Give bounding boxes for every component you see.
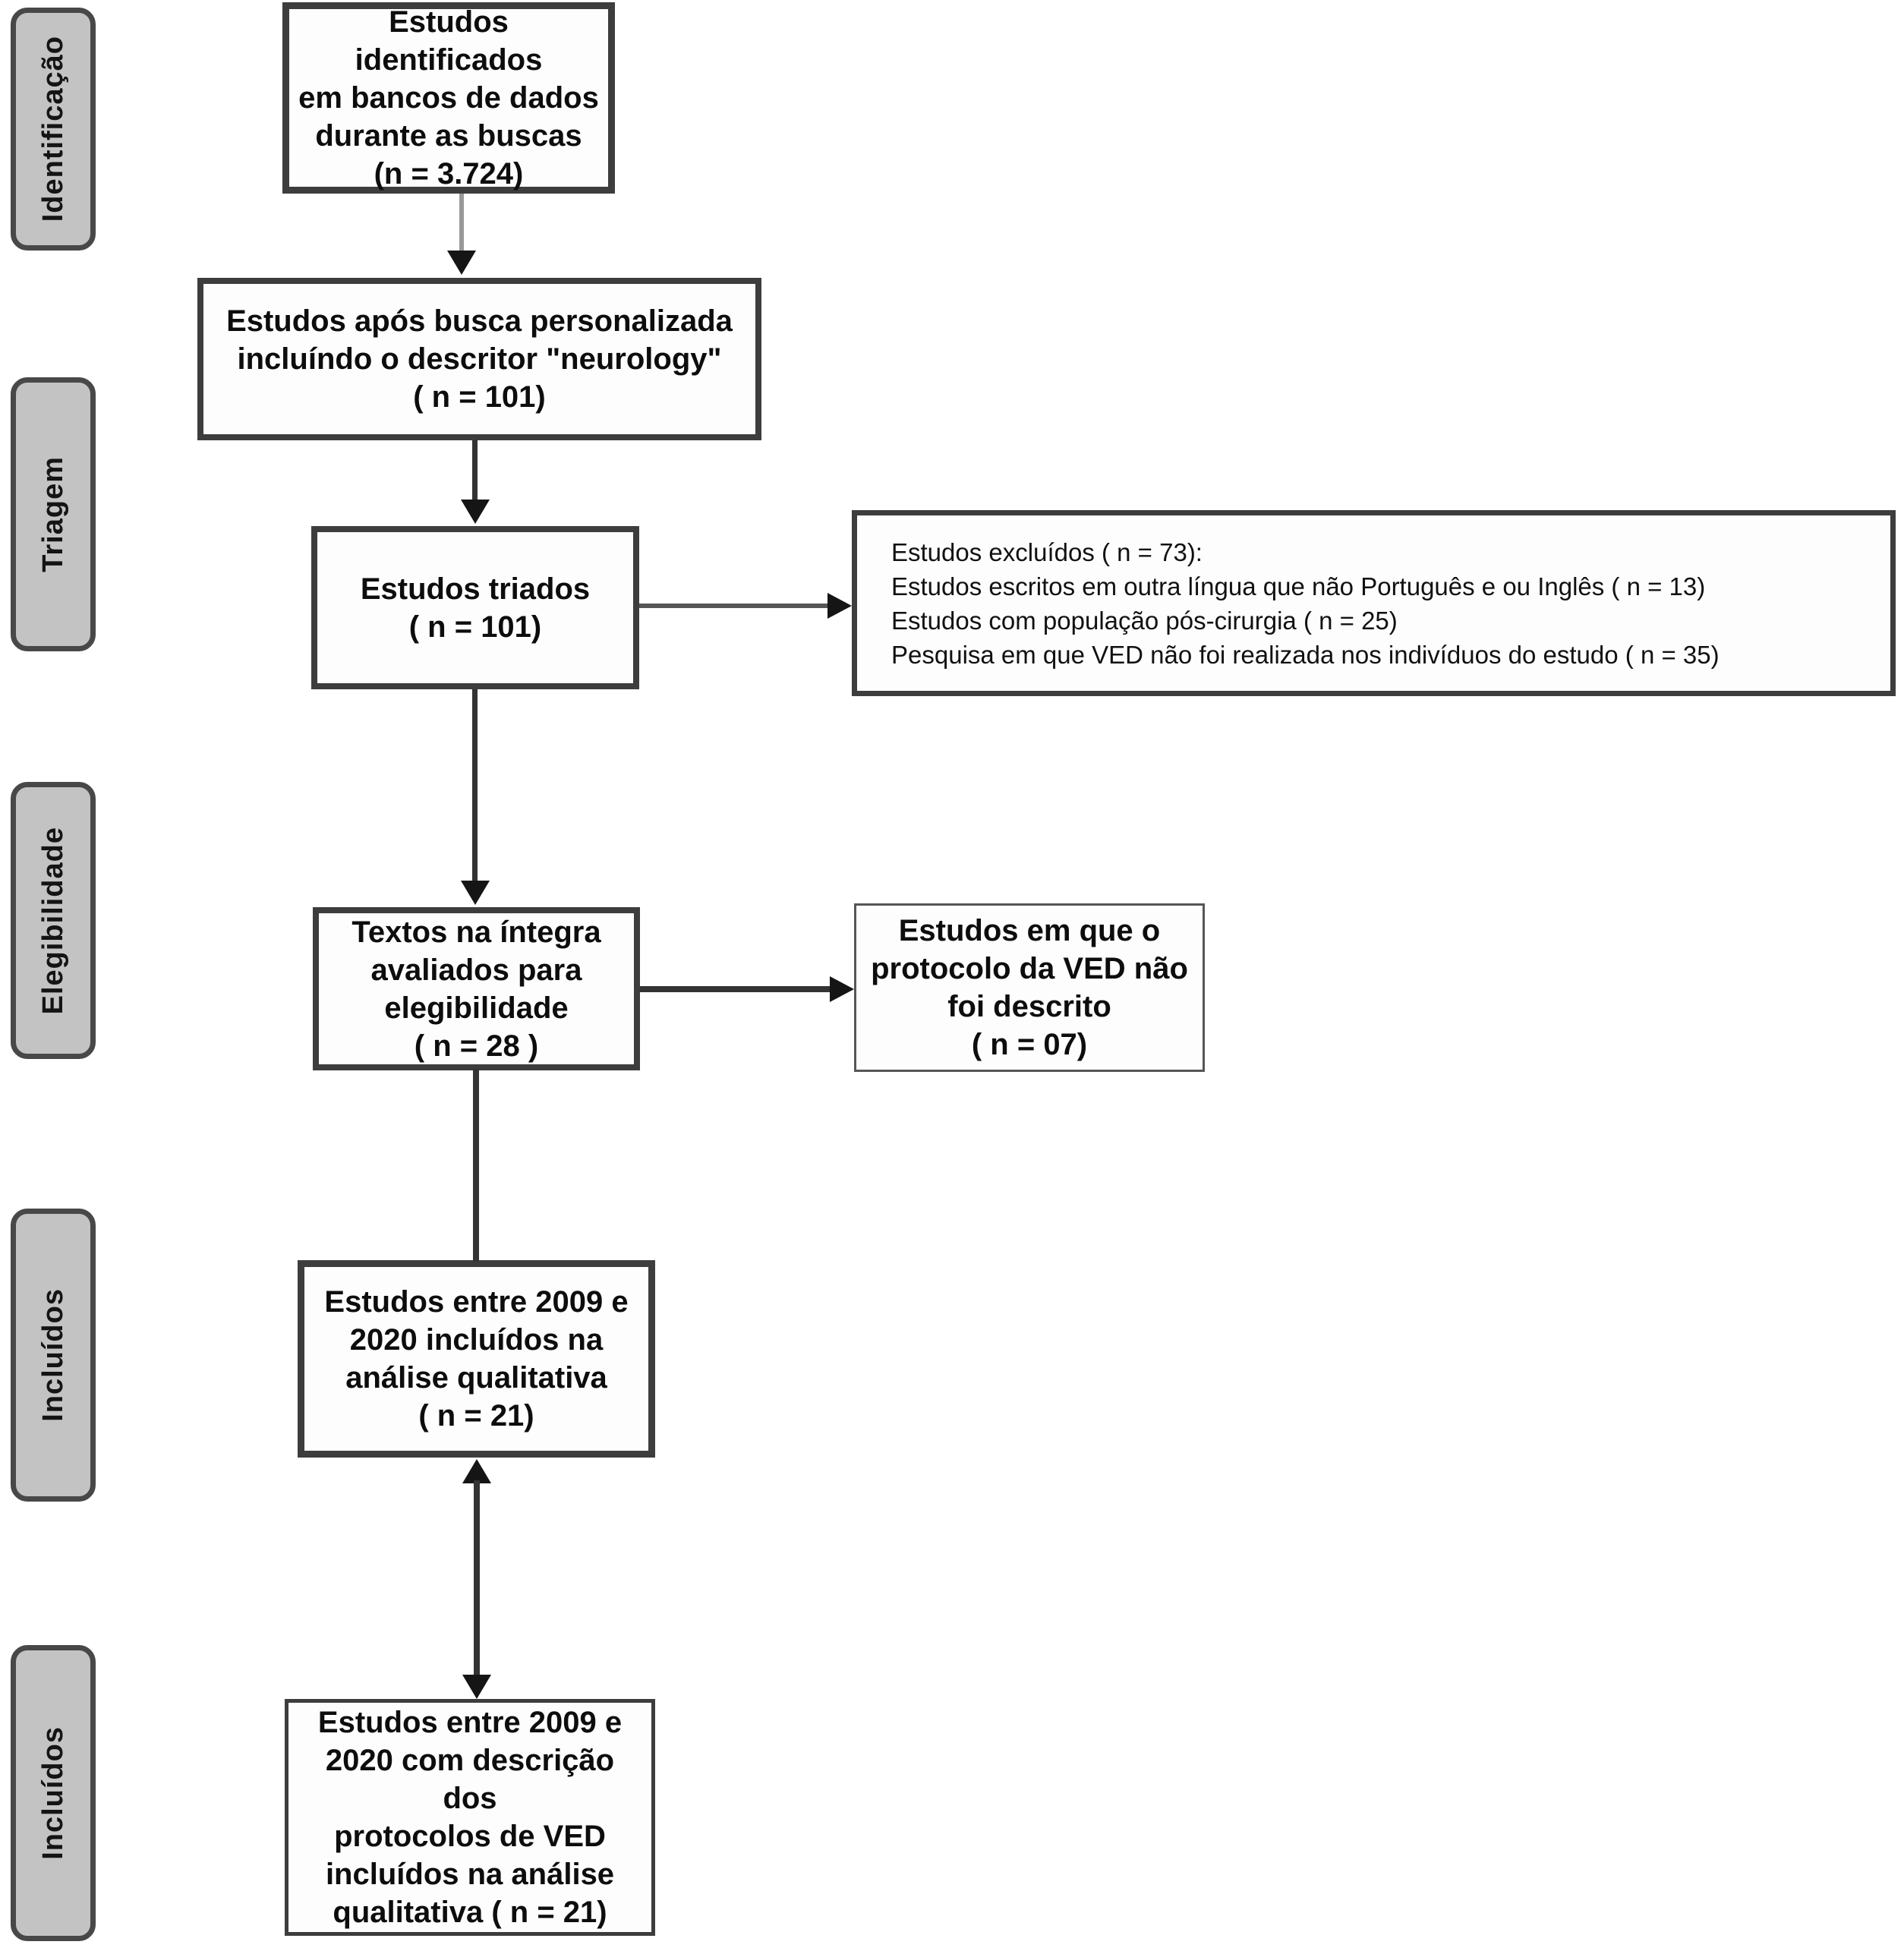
arrow-line	[472, 440, 478, 501]
box-included-qualitative-text: Estudos entre 2009 e 2020 incluídos na a…	[324, 1285, 629, 1433]
box-protocol-not-described-text: Estudos em que o protocolo da VED não fo…	[871, 914, 1188, 1061]
box-screened-studies: Estudos triados ( n = 101)	[311, 526, 639, 689]
phase-label-identificacao: Identificação	[36, 36, 69, 222]
arrow-line	[640, 986, 831, 992]
connector-line	[473, 1069, 479, 1262]
phase-label-incluidos-1: Incluídos	[36, 1288, 69, 1422]
box-fulltext-assessed: Textos na íntegra avaliados para elegibi…	[313, 907, 640, 1070]
box-included-qualitative: Estudos entre 2009 e 2020 incluídos na a…	[298, 1260, 655, 1458]
box-excluded-studies: Estudos excluídos ( n = 73): Estudos esc…	[852, 510, 1896, 696]
phase-label-triagem: Triagem	[36, 456, 69, 572]
arrow-line	[474, 1480, 480, 1678]
arrow-down-icon	[461, 881, 490, 905]
arrow-line	[639, 604, 829, 608]
arrow-right-icon	[827, 593, 852, 619]
phase-pill-incluidos-1: Incluídos	[11, 1209, 96, 1502]
arrow-down-icon	[447, 251, 476, 275]
phase-label-elegibilidade: Elegibilidade	[36, 826, 69, 1015]
arrow-line	[459, 194, 464, 254]
phase-pill-identificacao: Identificação	[11, 8, 96, 251]
box-included-with-protocols-text: Estudos entre 2009 e 2020 com descrição …	[317, 1706, 623, 1929]
phase-pill-incluidos-2: Incluídos	[11, 1645, 96, 1941]
box-custom-search-text: Estudos após busca personalizada incluín…	[226, 304, 733, 414]
box-identified-studies: Estudos identificados em bancos de dados…	[282, 2, 615, 194]
arrow-line	[472, 689, 478, 882]
box-screened-studies-text: Estudos triados ( n = 101)	[360, 572, 591, 644]
phase-label-incluidos-2: Incluídos	[36, 1726, 69, 1860]
arrow-up-icon	[462, 1459, 491, 1483]
box-excluded-studies-text: Estudos excluídos ( n = 73): Estudos esc…	[891, 537, 1720, 669]
box-custom-search: Estudos após busca personalizada incluín…	[197, 278, 761, 440]
box-included-with-protocols: Estudos entre 2009 e 2020 com descrição …	[285, 1699, 655, 1936]
phase-pill-elegibilidade: Elegibilidade	[11, 782, 96, 1059]
box-protocol-not-described: Estudos em que o protocolo da VED não fo…	[854, 903, 1205, 1072]
phase-pill-triagem: Triagem	[11, 377, 96, 651]
box-fulltext-assessed-text: Textos na íntegra avaliados para elegibi…	[351, 915, 601, 1063]
arrow-right-icon	[830, 976, 854, 1002]
box-identified-studies-text: Estudos identificados em bancos de dados…	[298, 5, 599, 191]
arrow-down-icon	[462, 1675, 491, 1699]
arrow-down-icon	[461, 500, 490, 524]
